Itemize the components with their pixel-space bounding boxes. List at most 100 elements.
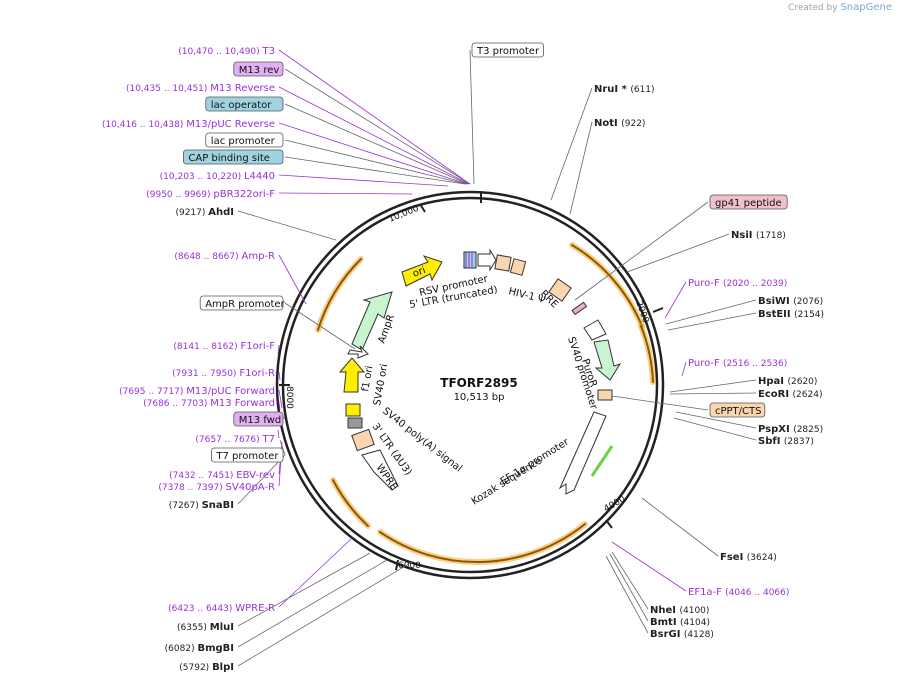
- ampr-arrow: [351, 291, 393, 351]
- leader-line: [469, 49, 475, 185]
- ori-arrow: [401, 255, 443, 287]
- site-name: BsrGI: [650, 629, 684, 640]
- leader-line: [237, 552, 371, 627]
- primer-name: WPRE-R: [235, 603, 275, 614]
- site-name: NheI: [650, 605, 679, 616]
- site-coords: (5792): [179, 663, 212, 673]
- left-label: (10,203 .. 10,220) L4440: [160, 171, 275, 182]
- primer-coords: (8141 .. 8162): [173, 342, 240, 352]
- rre-box: [548, 278, 572, 302]
- leader-line: [664, 281, 687, 319]
- primer-coords: (7657 .. 7676): [195, 435, 262, 445]
- site-name: NotI: [594, 118, 621, 129]
- site-label: HpaI (2620): [758, 376, 817, 387]
- site-coords: (6355): [177, 623, 210, 633]
- primer-label: (10,203 .. 10,220) L4440: [160, 171, 275, 182]
- primer-coords: (9950 .. 9969): [146, 190, 213, 200]
- site-coords: (2825): [793, 425, 823, 435]
- leader-line: [237, 210, 337, 241]
- left-label: M13 fwd: [233, 411, 284, 427]
- primer-coords: (7432 .. 7451): [169, 471, 236, 481]
- tick-mark: [605, 519, 613, 529]
- right-label: PspXI (2825): [758, 424, 823, 435]
- leader-line: [626, 233, 730, 273]
- leader-line: [675, 411, 757, 429]
- feature-tag-text: T3 promoter: [476, 46, 540, 57]
- outer-feature-arcs: [315, 242, 656, 566]
- leader-line: [278, 174, 449, 187]
- left-label: lac operator: [205, 96, 284, 112]
- feature-tag-box: [709, 194, 788, 210]
- left-label: M13 rev: [233, 61, 284, 77]
- primer-label: (7695 .. 7717) M13/pUC Forward: [119, 386, 275, 397]
- primer-label: Puro-F (2020 .. 2039): [688, 278, 787, 289]
- sv40-promoter-arrow: [583, 319, 607, 341]
- primer-name: SV40pA-R: [226, 482, 275, 493]
- right-label: Puro-F (2516 .. 2536): [688, 358, 787, 369]
- site-name: BmtI: [650, 617, 680, 628]
- leader-line: [237, 561, 413, 667]
- leader-line: [681, 361, 687, 377]
- site-coords: (9217): [175, 208, 208, 218]
- tick-label: 10,000: [387, 204, 420, 225]
- site-coords: (922): [621, 119, 645, 129]
- site-name: NruI *: [594, 84, 630, 95]
- primer-coords: (6423 .. 6443): [168, 604, 235, 614]
- ef1a-promoter-arrow: [558, 411, 607, 495]
- sv40-ori-box: [345, 403, 361, 417]
- primer-coords: (10,435 .. 10,451): [126, 84, 210, 94]
- site-name: BsiWI: [758, 296, 793, 307]
- snapgene-logo: SnapGene: [840, 2, 892, 13]
- left-label: (7657 .. 7676) T7: [195, 434, 275, 445]
- right-label: HpaI (2620): [758, 376, 817, 387]
- primer-label: (10,416 .. 10,438) M13/pUC Reverse: [102, 119, 275, 130]
- inner-features: [338, 248, 622, 495]
- puro-orf-arc-core: [571, 244, 643, 327]
- left-label: lac promoter: [205, 132, 284, 148]
- primer-label: (8648 .. 8667) Amp-R: [174, 251, 275, 262]
- feature-tag-text: T7 promoter: [215, 451, 279, 462]
- site-coords: (2076): [793, 297, 823, 307]
- feature-label-kozak: Kozak sequence: [470, 455, 544, 507]
- right-label: BsrGI (4128): [650, 629, 714, 640]
- feature-tag-box: [233, 61, 284, 77]
- left-label: (10,470 .. 10,490) T3: [178, 46, 275, 57]
- feature-tag-box: [471, 42, 544, 58]
- leader-line: [574, 201, 709, 301]
- leader-line: [611, 541, 687, 592]
- leader-line: [611, 395, 709, 411]
- left-label: CAP binding site: [182, 149, 284, 165]
- primer-coords: (8648 .. 8667): [174, 252, 241, 262]
- left-label: (5792) BlpI: [179, 662, 234, 673]
- leader-line: [569, 121, 593, 215]
- right-label: SbfI (2837): [758, 436, 814, 447]
- primer-coords: (7378 .. 7397): [158, 483, 225, 493]
- leader-line: [277, 429, 280, 439]
- primer-coords: (2020 .. 2039): [723, 279, 787, 289]
- site-coords: (2620): [787, 377, 817, 387]
- left-label: (8648 .. 8667) Amp-R: [174, 251, 275, 262]
- left-label: (7686 .. 7703) M13 Forward: [143, 398, 275, 409]
- ef1a-green-mark: [590, 445, 614, 477]
- tick-mark: [652, 307, 664, 313]
- backbone-outer-ring: [275, 190, 665, 580]
- primer-name: M13/pUC Forward: [186, 386, 275, 397]
- site-name: FseI: [720, 552, 747, 563]
- left-label: (9950 .. 9969) pBR322ori-F: [146, 189, 275, 200]
- site-coords: (4100): [679, 606, 709, 616]
- site-label: BsiWI (2076): [758, 296, 823, 307]
- feature-label-ampr: AmpR: [376, 313, 397, 345]
- site-name: BstEII: [758, 309, 794, 320]
- site-label: (9217) AhdI: [175, 207, 234, 218]
- leader-line: [669, 392, 757, 395]
- label-leader-lines: [237, 49, 757, 667]
- primer-name: pBR322ori-F: [213, 189, 275, 200]
- leader-line: [278, 86, 470, 185]
- site-coords: (2837): [784, 437, 814, 447]
- primer-label: (7378 .. 7397) SV40pA-R: [158, 482, 275, 493]
- snapgene-credit: Created by SnapGene: [788, 2, 892, 13]
- site-label: BsrGI (4128): [650, 629, 714, 640]
- site-coords: (611): [630, 85, 654, 95]
- site-name: HpaI: [758, 376, 787, 387]
